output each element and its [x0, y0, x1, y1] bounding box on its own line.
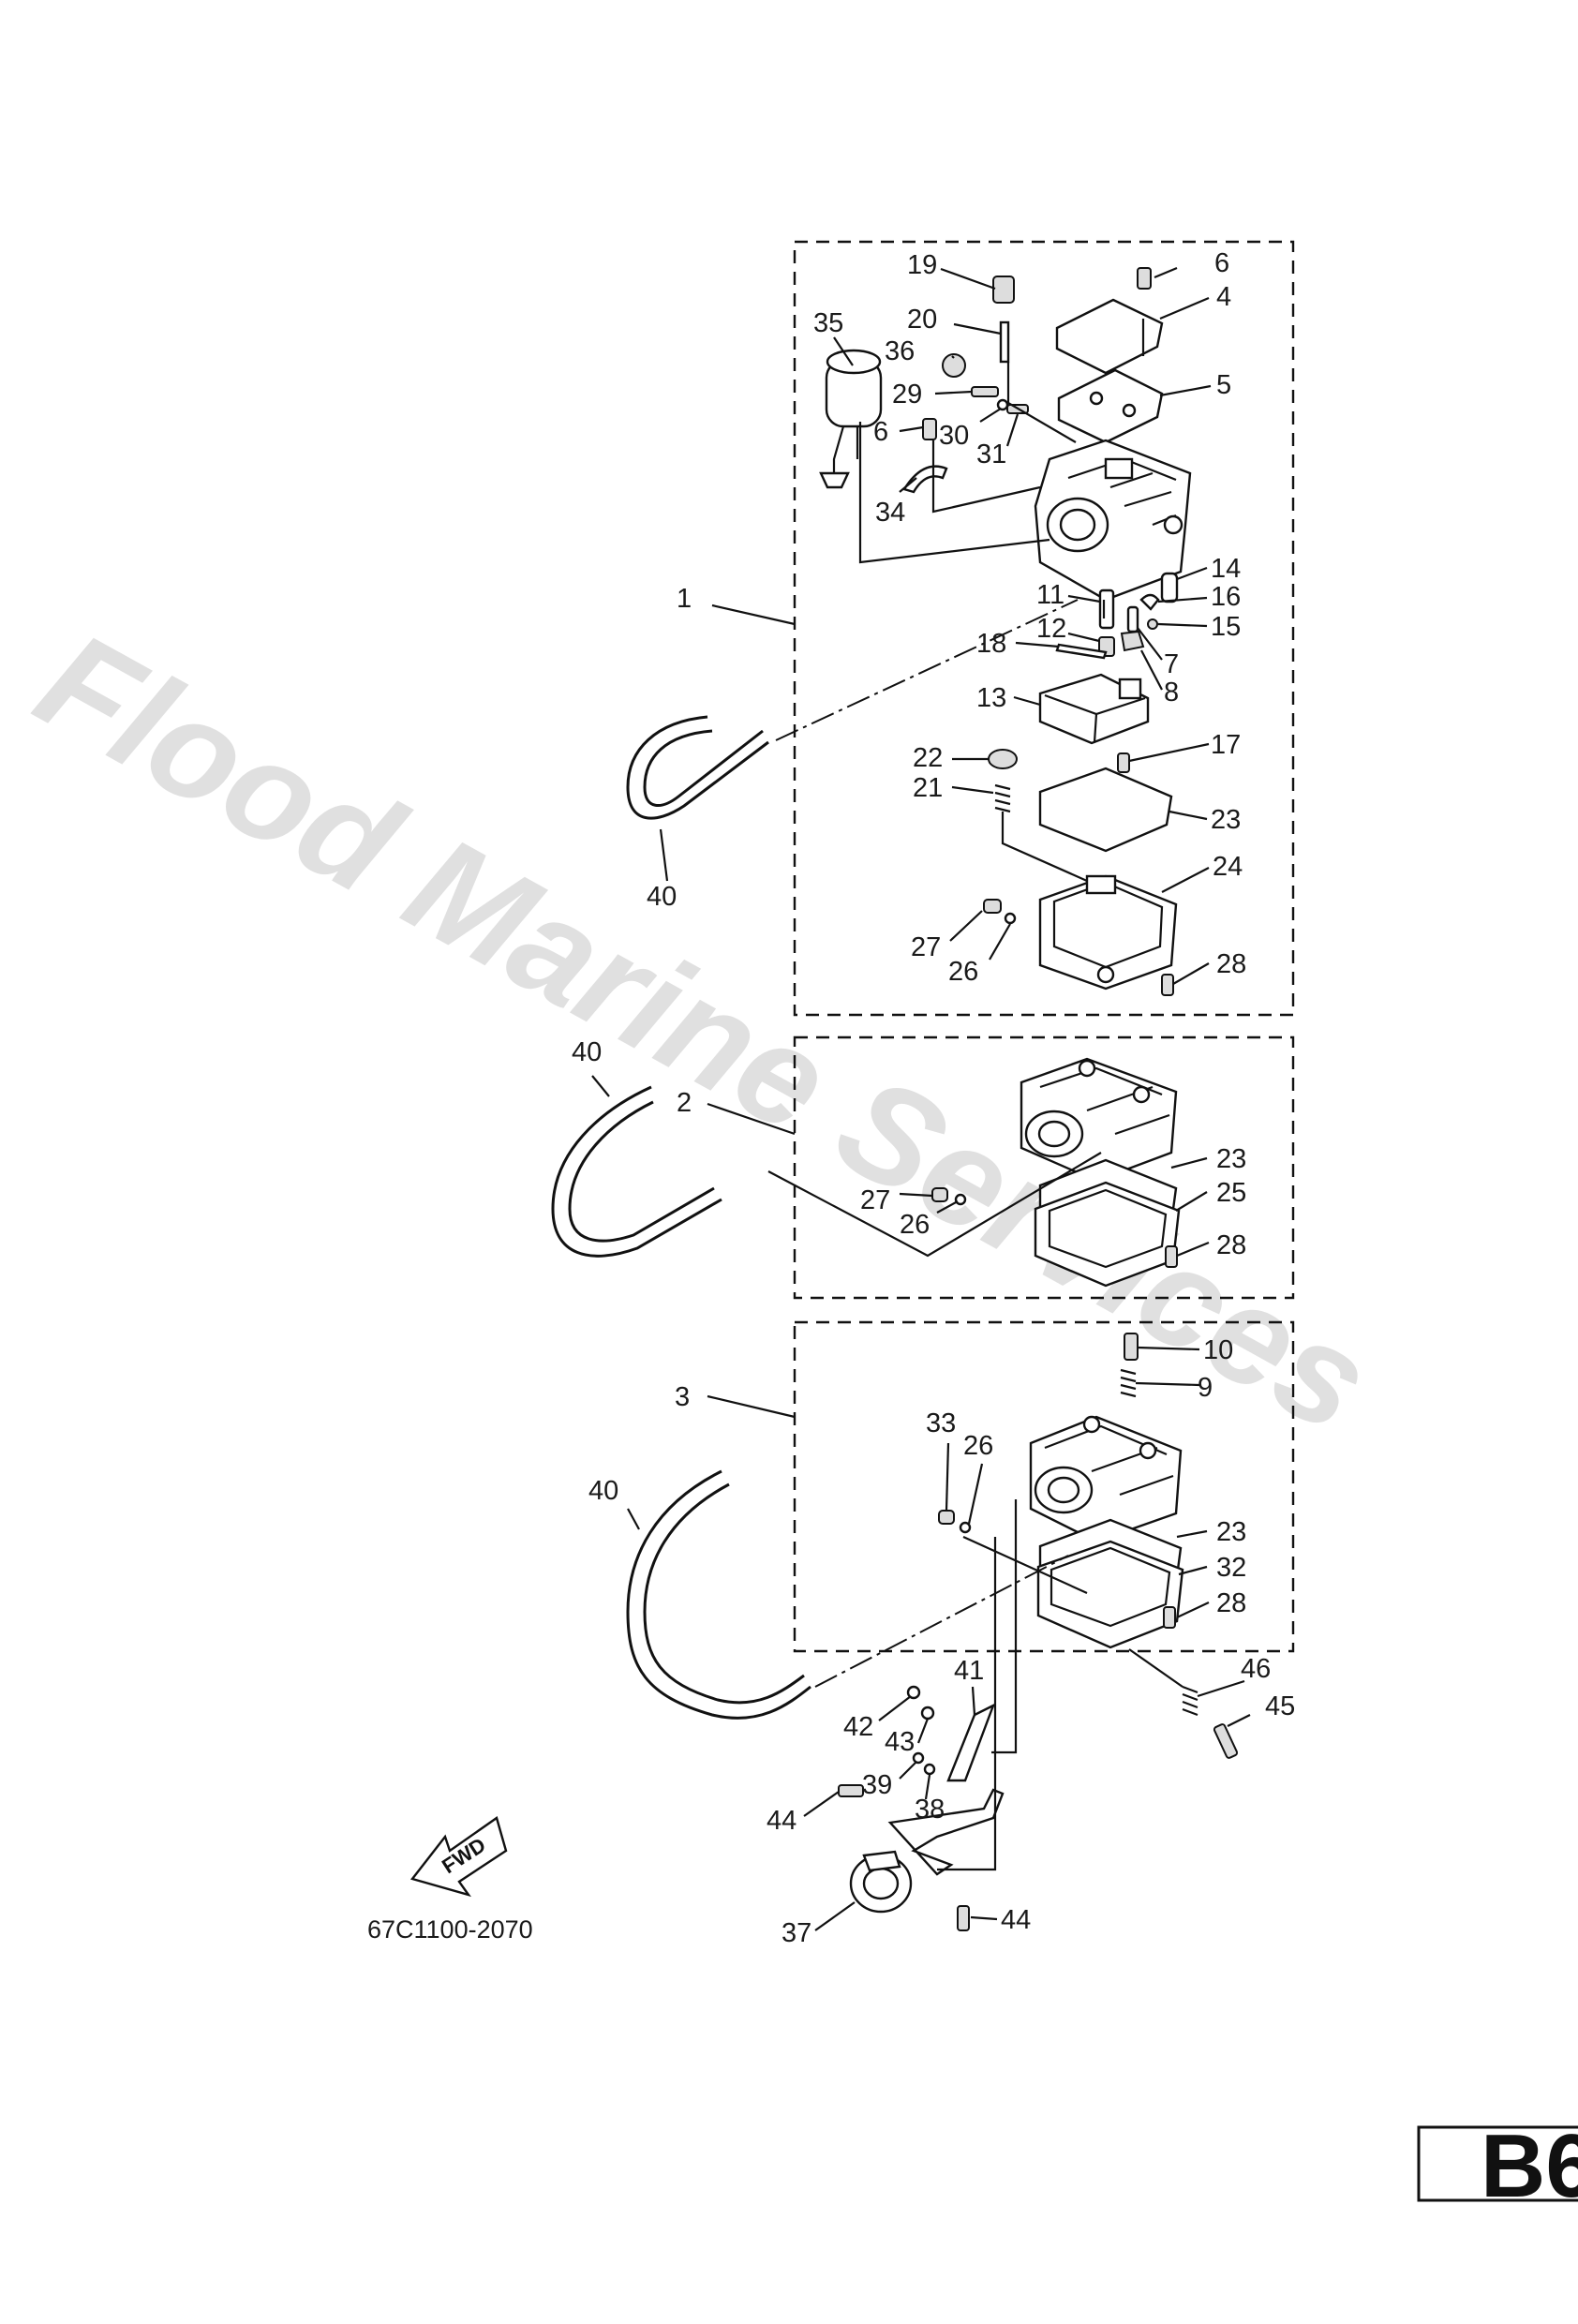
diagram-code: 67C1100-2070	[367, 1915, 533, 1944]
callout-6: 6	[1214, 248, 1229, 278]
fuel-hose-1	[626, 715, 769, 882]
callout-8: 8	[1164, 678, 1179, 708]
carburetor-2-leaders	[707, 1102, 1210, 1258]
callout-40: 40	[572, 1037, 602, 1067]
callout-41: 41	[954, 1656, 984, 1686]
callout-3: 3	[675, 1382, 690, 1412]
callout-labels: 19 6 4 35 20 36 5 29 6 30 31 34 1 14 11 …	[572, 248, 1295, 1948]
callout-35: 35	[813, 308, 843, 338]
callout-23: 23	[1216, 1144, 1246, 1174]
callout-2: 2	[677, 1088, 692, 1118]
callout-12: 12	[1036, 614, 1066, 644]
callout-23: 23	[1216, 1517, 1246, 1547]
callout-16: 16	[1211, 582, 1241, 612]
carburetor-3-leaders	[707, 1346, 1251, 1931]
callout-28: 28	[1216, 949, 1246, 979]
fuel-hose-2	[551, 1075, 722, 1258]
callout-13: 13	[976, 683, 1006, 713]
watermark: Flood Marine Services	[13, 601, 1394, 1462]
callout-18: 18	[976, 629, 1006, 659]
callout-39: 39	[862, 1770, 892, 1800]
callout-14: 14	[1211, 554, 1241, 584]
group-box-carburetor-2	[793, 1035, 1295, 1300]
callout-17: 17	[1211, 730, 1241, 760]
callout-10: 10	[1203, 1335, 1233, 1365]
carburetor-1-parts	[819, 267, 1192, 996]
callout-40: 40	[647, 882, 677, 912]
callout-5: 5	[1216, 370, 1231, 400]
carburetor-3-parts	[838, 1333, 1239, 1931]
callout-9: 9	[1198, 1373, 1213, 1403]
callout-4: 4	[1216, 282, 1231, 312]
callout-31: 31	[976, 439, 1006, 469]
callout-34: 34	[875, 498, 905, 528]
callout-26: 26	[900, 1210, 930, 1240]
callout-1: 1	[677, 584, 692, 614]
fuel-hose-3	[626, 1469, 811, 1720]
carburetor-1-leaders	[711, 266, 1212, 985]
callout-44: 44	[767, 1806, 796, 1836]
callout-23: 23	[1211, 805, 1241, 835]
callout-27: 27	[860, 1185, 890, 1215]
callout-26: 26	[963, 1431, 993, 1461]
callout-36: 36	[885, 336, 915, 366]
callout-33: 33	[926, 1408, 956, 1438]
callout-29: 29	[892, 380, 922, 410]
callout-28: 28	[1216, 1230, 1246, 1260]
carburetor-2-parts	[931, 1057, 1181, 1288]
callout-30: 30	[939, 421, 969, 451]
callout-19: 19	[907, 250, 937, 280]
group-box-carburetor-3	[793, 1320, 1295, 1653]
callout-28: 28	[1216, 1588, 1246, 1618]
callout-25: 25	[1216, 1178, 1246, 1208]
callout-38: 38	[915, 1795, 945, 1825]
page-badge-text: B6	[1481, 2116, 1578, 2216]
callout-44: 44	[1001, 1905, 1031, 1935]
callout-37: 37	[782, 1918, 811, 1948]
callout-6: 6	[873, 417, 888, 447]
callout-20: 20	[907, 305, 937, 335]
callout-21: 21	[913, 773, 943, 803]
callout-40: 40	[588, 1476, 618, 1506]
callout-45: 45	[1265, 1691, 1295, 1721]
callout-7: 7	[1164, 649, 1179, 679]
page-badge: B6	[1417, 2116, 1578, 2216]
callout-15: 15	[1211, 612, 1241, 642]
callout-24: 24	[1213, 852, 1243, 882]
callout-22: 22	[913, 743, 943, 773]
callout-11: 11	[1036, 580, 1064, 610]
callout-43: 43	[885, 1727, 915, 1757]
group-box-carburetor-1	[793, 240, 1295, 1017]
callout-46: 46	[1241, 1654, 1271, 1684]
callout-27: 27	[911, 932, 941, 962]
callout-26: 26	[948, 957, 978, 987]
callout-42: 42	[843, 1712, 873, 1742]
forward-direction-icon: FWD	[409, 1816, 508, 1898]
callout-32: 32	[1216, 1553, 1246, 1583]
